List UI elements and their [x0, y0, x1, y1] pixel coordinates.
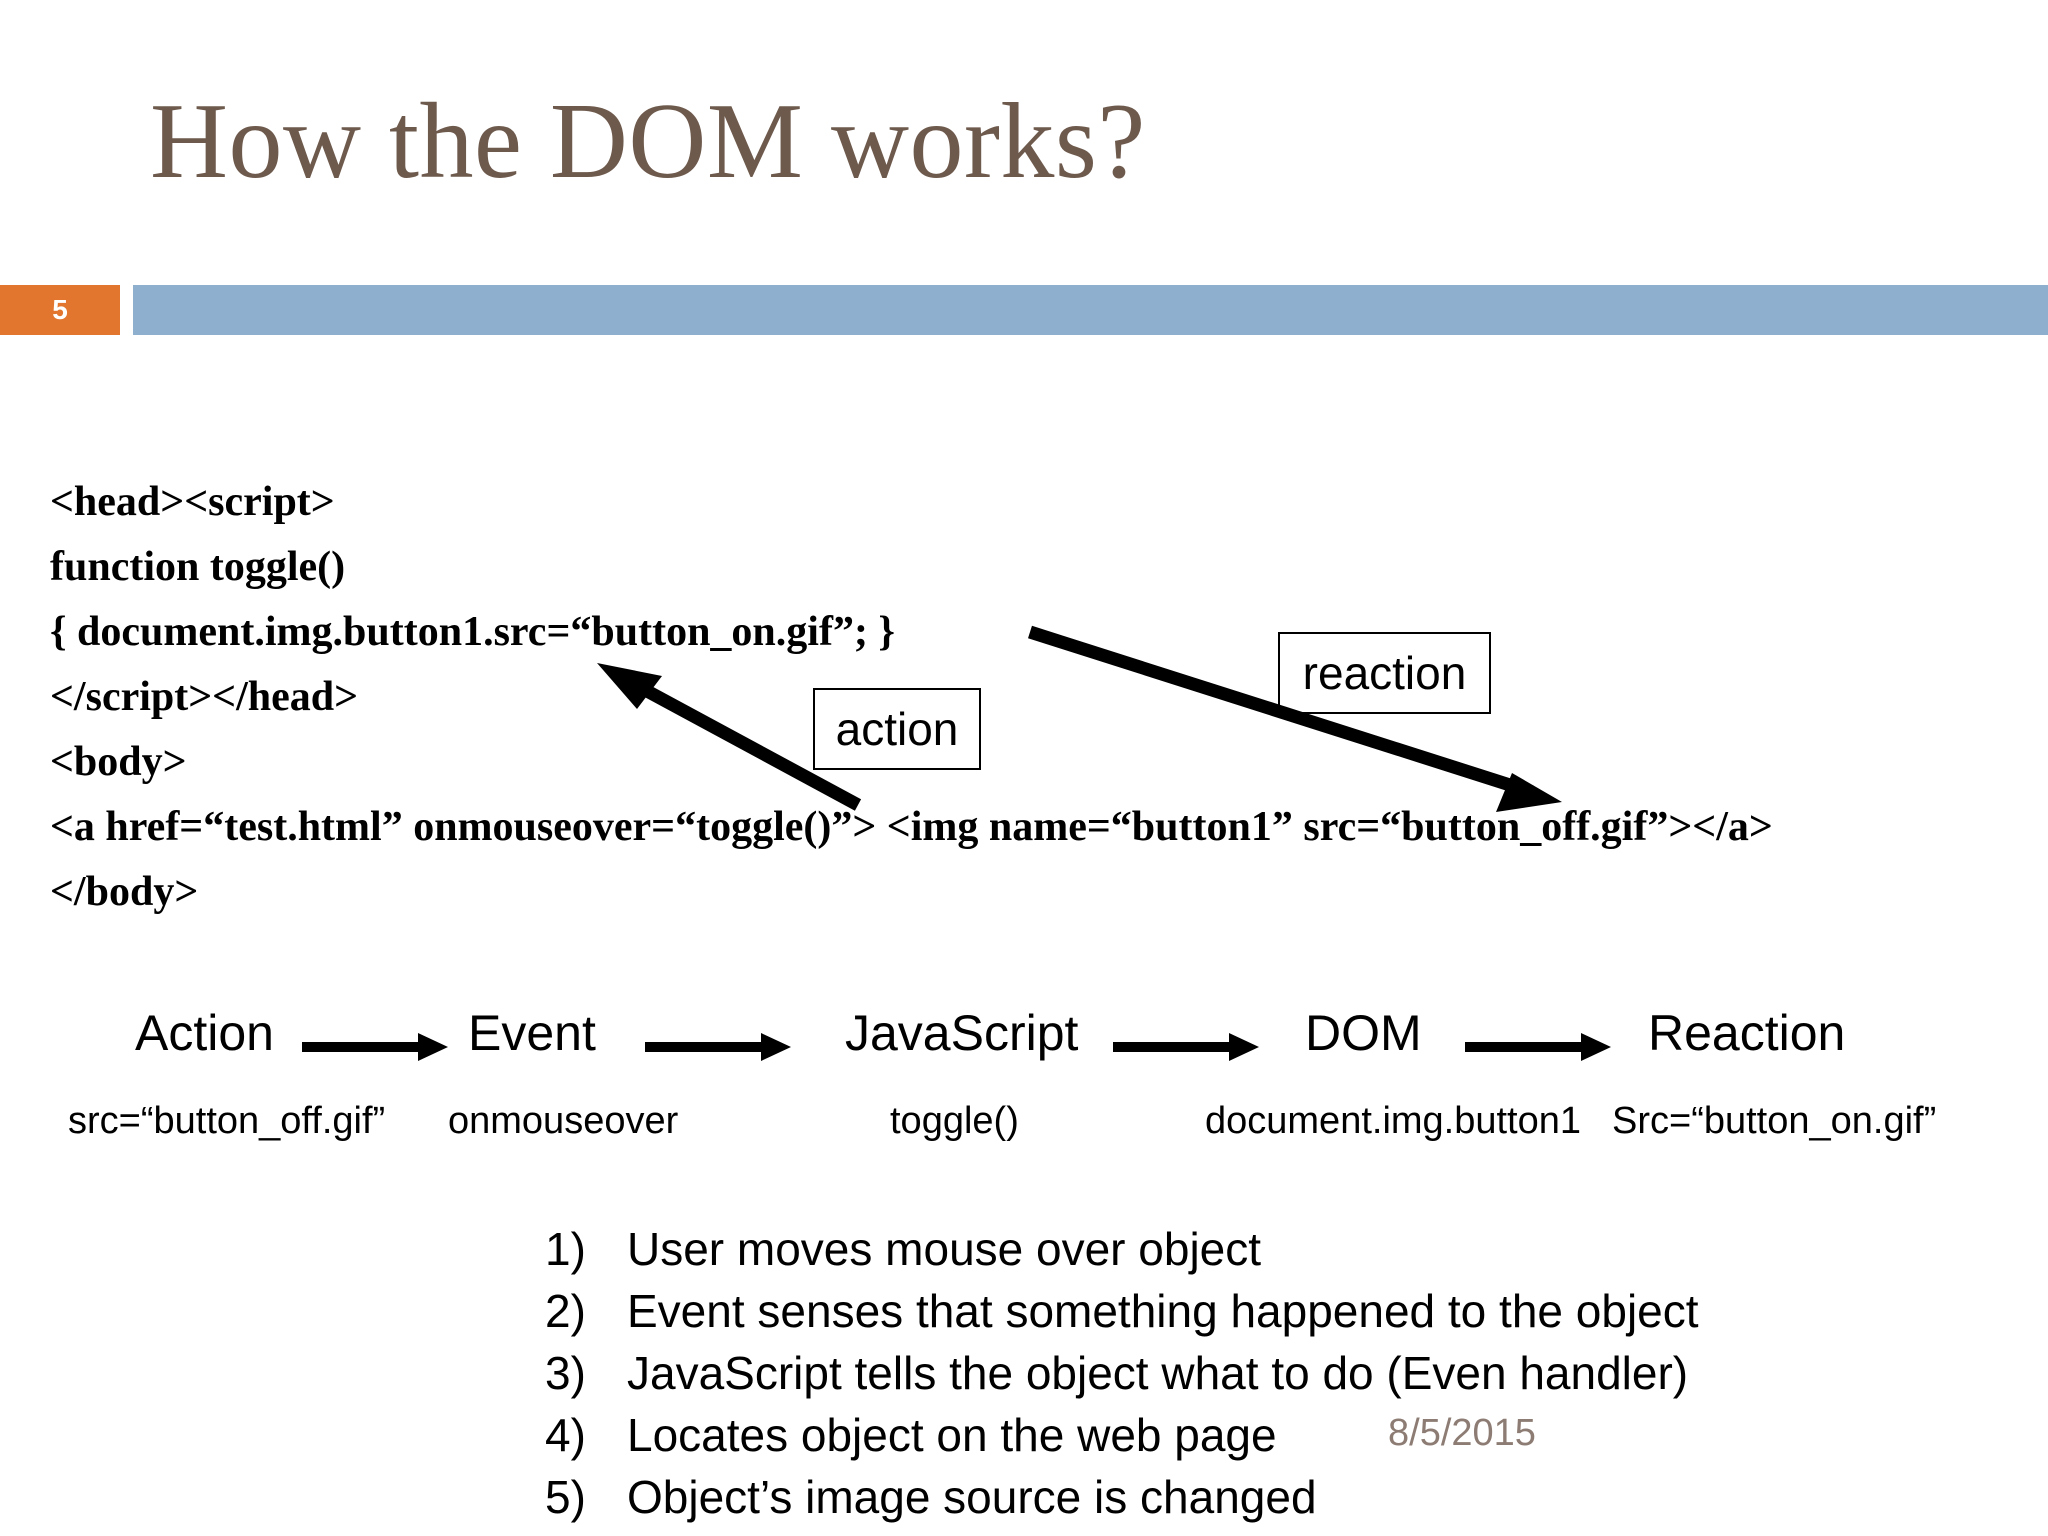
code-line: { document.img.button1.src=“button_on.gi…: [50, 609, 895, 655]
flow-sub-action: src=“button_off.gif”: [68, 1100, 386, 1142]
page-title: How the DOM works?: [150, 82, 1146, 201]
flow-diagram: Action Event JavaScript DOM Reaction: [0, 1005, 2048, 1095]
callout-reaction: reaction: [1278, 632, 1491, 714]
step-number: 4): [545, 1409, 586, 1461]
callout-action: action: [813, 688, 981, 770]
flow-node-event: Event: [468, 1005, 596, 1061]
step-number: 1): [545, 1223, 586, 1275]
flow-node-reaction: Reaction: [1648, 1005, 1846, 1061]
flow-arrow-icon: [302, 1033, 448, 1061]
flow-arrow-icon: [645, 1033, 791, 1061]
steps-list: 1) User moves mouse over object 2) Event…: [545, 1218, 1945, 1528]
step-text: Event senses that something happened to …: [627, 1285, 1699, 1337]
header-accent-bar: [133, 285, 2048, 335]
list-item: 2) Event senses that something happened …: [545, 1280, 1945, 1342]
code-line: <a href=“test.html” onmouseover=“toggle(…: [50, 804, 1773, 850]
step-text: Locates object on the web page: [627, 1409, 1277, 1461]
step-text: User moves mouse over object: [627, 1223, 1262, 1275]
step-number: 5): [545, 1471, 586, 1523]
slide-number-badge: 5: [0, 285, 120, 335]
flow-node-javascript: JavaScript: [845, 1005, 1079, 1061]
step-number: 2): [545, 1285, 586, 1337]
date-stamp: 8/5/2015: [1388, 1412, 1536, 1454]
list-item: 3) JavaScript tells the object what to d…: [545, 1342, 1945, 1404]
flow-arrow-icon: [1113, 1033, 1259, 1061]
flow-node-dom: DOM: [1305, 1005, 1422, 1061]
code-block: <head><script> function toggle() { docum…: [50, 470, 2010, 925]
code-line: function toggle(): [50, 544, 346, 590]
flow-sub-javascript: toggle(): [890, 1100, 1019, 1142]
code-line: </body>: [50, 869, 199, 915]
flow-sub-dom: document.img.button1: [1205, 1100, 1582, 1142]
code-line: <head><script>: [50, 479, 335, 525]
step-text: JavaScript tells the object what to do (…: [627, 1347, 1689, 1399]
code-line: </script></head>: [50, 674, 359, 720]
step-number: 3): [545, 1347, 586, 1399]
list-item: 1) User moves mouse over object: [545, 1218, 1945, 1280]
flow-sub-event: onmouseover: [448, 1100, 679, 1142]
flow-arrow-icon: [1465, 1033, 1611, 1061]
list-item: 5) Object’s image source is changed: [545, 1466, 1945, 1528]
flow-node-action: Action: [135, 1005, 274, 1061]
flow-sub-reaction: Src=“button_on.gif”: [1612, 1100, 1937, 1142]
step-text: Object’s image source is changed: [627, 1471, 1317, 1523]
list-item: 4) Locates object on the web page: [545, 1404, 1945, 1466]
code-line: <body>: [50, 739, 187, 785]
